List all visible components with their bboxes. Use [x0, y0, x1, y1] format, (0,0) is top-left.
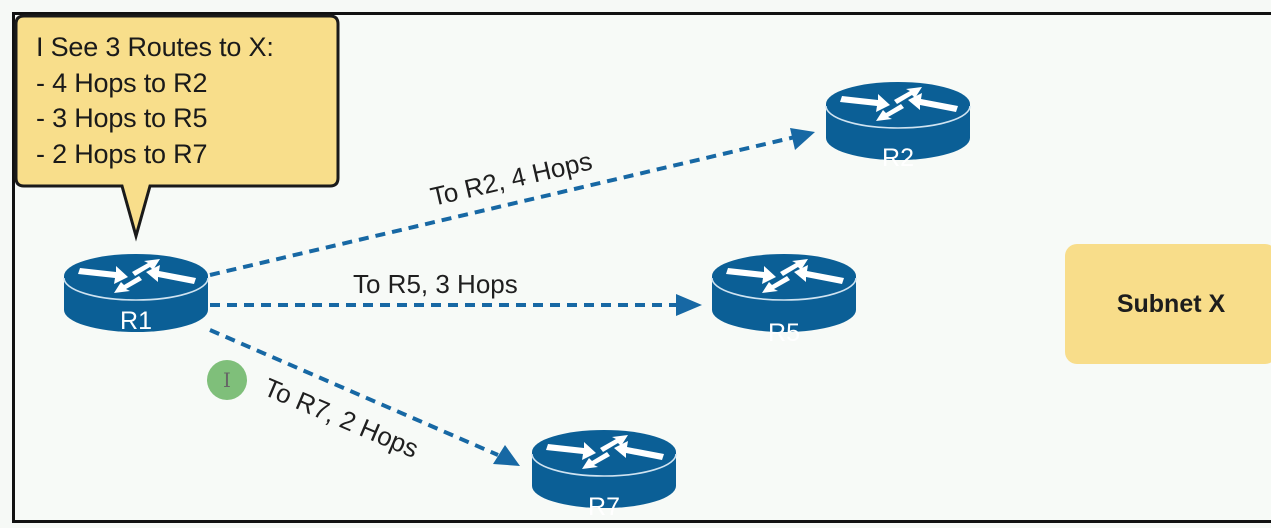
link-label-r5: To R5, 3 Hops	[353, 269, 518, 299]
callout-heading: I See 3 Routes to X:	[36, 32, 274, 62]
callout-bubble	[14, 14, 340, 242]
link-r1-r2	[209, 128, 815, 277]
router-label: R7	[588, 493, 620, 521]
subnet-label: Subnet X	[1116, 289, 1226, 318]
callout-text: I See 3 Routes to X: - 4 Hops to R2 - 3 …	[36, 30, 274, 172]
callout-route-r7: - 2 Hops to R7	[36, 138, 208, 169]
text-cursor-icon: I	[207, 360, 247, 400]
subnet-x-box: Subnet X	[1065, 244, 1271, 364]
arrowhead-r5	[676, 294, 702, 316]
router-label: R2	[882, 144, 914, 172]
cursor-glyph: I	[223, 368, 231, 392]
router-r7[interactable]: R7	[531, 429, 677, 521]
arrowhead-r2	[790, 128, 815, 150]
link-r1-r5	[210, 294, 702, 316]
router-label: R1	[120, 307, 152, 335]
callout-route-r2: - 4 Hops to R2	[36, 67, 208, 98]
arrowhead-r7	[493, 445, 520, 466]
router-r5[interactable]: R5	[711, 253, 857, 347]
router-r1[interactable]: R1	[63, 253, 209, 335]
callout-route-r5: - 3 Hops to R5	[36, 103, 208, 133]
link-r1-r7	[209, 328, 520, 466]
router-label: R5	[768, 319, 800, 347]
router-r2[interactable]: R2	[825, 81, 971, 172]
